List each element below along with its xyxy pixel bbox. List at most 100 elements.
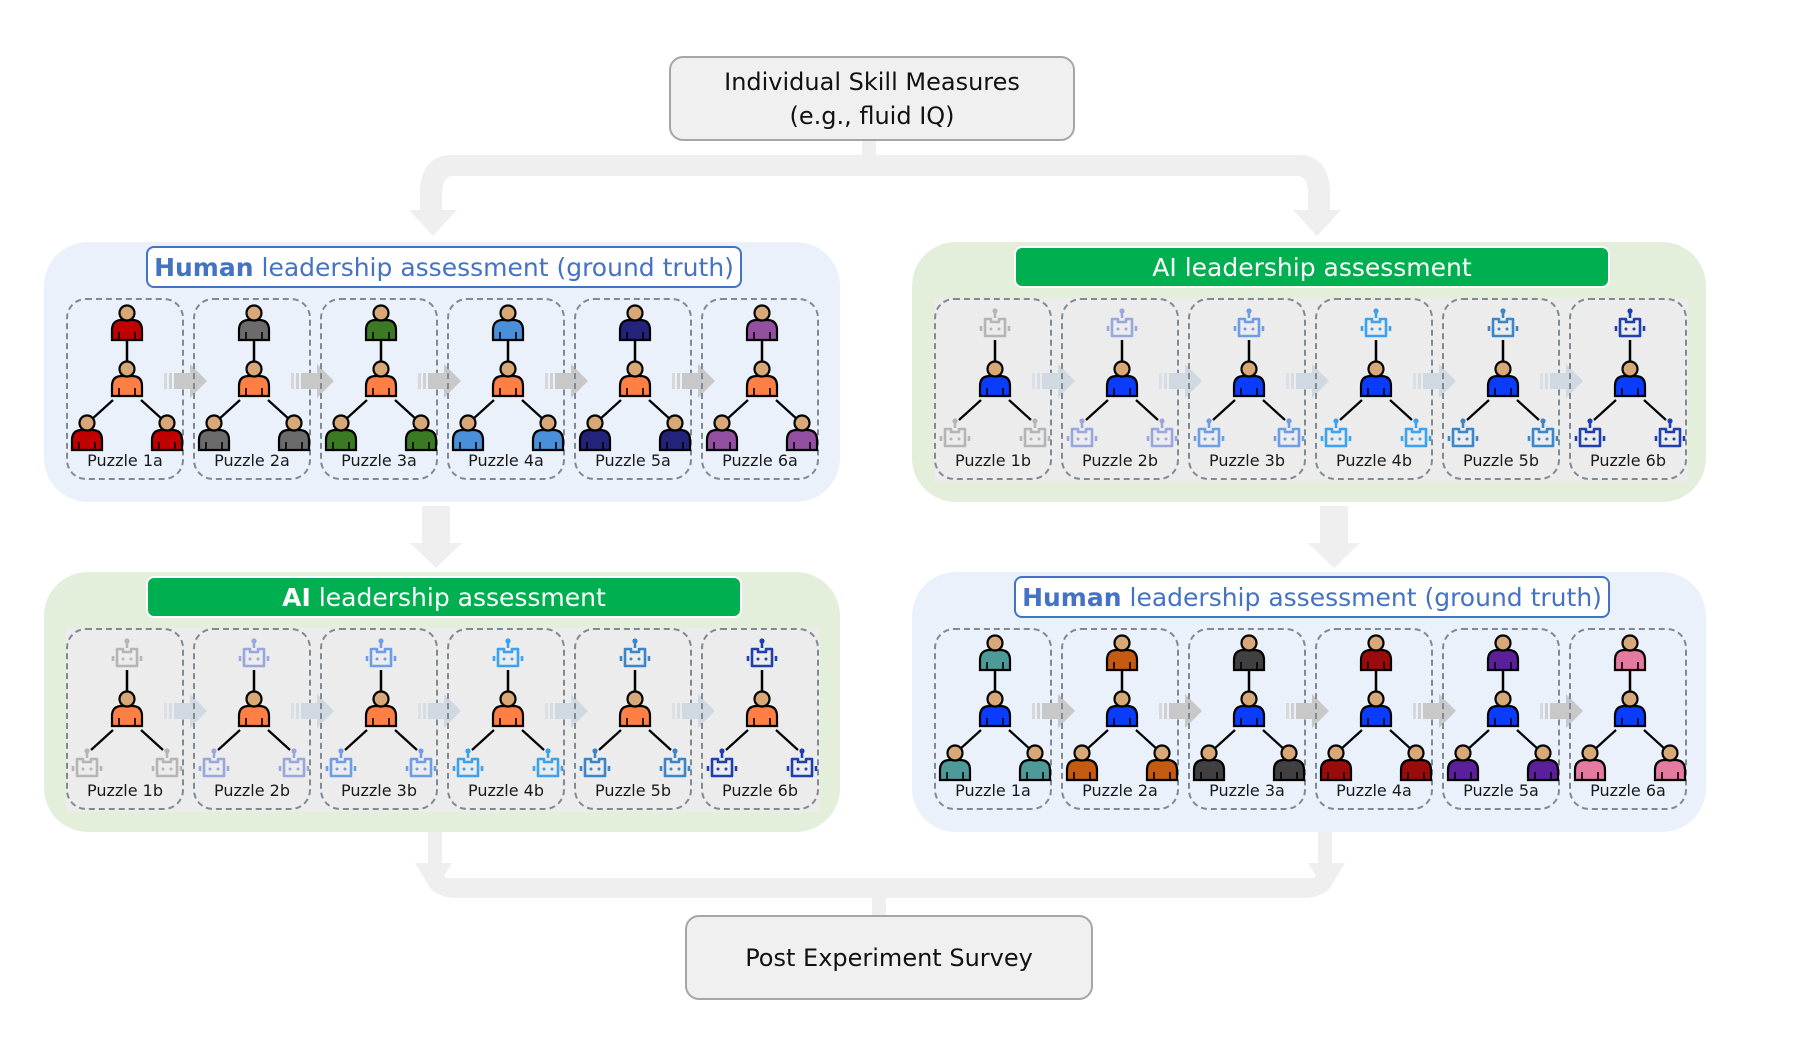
puzzle-sequence: Puzzle 1a Puzzle 2a xyxy=(934,628,1688,812)
link-line xyxy=(140,729,164,751)
bottom-box-label: Post Experiment Survey xyxy=(745,943,1033,972)
next-puzzle-arrow xyxy=(672,694,715,728)
next-puzzle-arrow xyxy=(418,694,461,728)
person-icon xyxy=(237,360,271,398)
next-puzzle-arrow xyxy=(291,364,334,398)
person-icon xyxy=(1359,360,1393,398)
link-line xyxy=(1466,729,1490,751)
header-text: AI leadership assessment xyxy=(1152,252,1472,282)
link-line xyxy=(1339,729,1363,751)
puzzle-label: Puzzle 1a xyxy=(87,451,163,470)
link-line xyxy=(958,729,982,751)
person-icon xyxy=(1526,744,1560,782)
person-icon xyxy=(1145,744,1179,782)
robot-icon xyxy=(1614,308,1646,338)
person-icon xyxy=(1065,744,1099,782)
person-icon xyxy=(110,304,144,342)
person-icon xyxy=(978,634,1012,672)
link-line xyxy=(1516,729,1540,751)
panel-header: AI leadership assessment xyxy=(1014,246,1610,288)
person-icon xyxy=(364,304,398,342)
link-line xyxy=(1643,729,1667,751)
next-puzzle-arrow xyxy=(164,694,207,728)
link-line xyxy=(725,399,749,421)
robot-icon xyxy=(786,748,818,778)
person-icon xyxy=(1105,634,1139,672)
person-icon xyxy=(745,690,779,728)
team-diagram xyxy=(452,638,564,778)
puzzle-label: Puzzle 3b xyxy=(340,781,417,800)
person-icon xyxy=(451,414,485,452)
person-icon xyxy=(1359,690,1393,728)
person-icon xyxy=(578,414,612,452)
person-icon xyxy=(745,360,779,398)
robot-icon xyxy=(1106,308,1138,338)
next-puzzle-arrow xyxy=(1159,694,1202,728)
link-line xyxy=(217,399,241,421)
next-puzzle-arrow xyxy=(672,364,715,398)
person-icon xyxy=(705,414,739,452)
link-line xyxy=(1593,399,1617,421)
team-diagram xyxy=(71,638,183,778)
person-icon xyxy=(237,690,271,728)
person-icon xyxy=(1272,744,1306,782)
person-icon xyxy=(1018,744,1052,782)
link-line xyxy=(958,399,982,421)
puzzle-card: Puzzle 1b xyxy=(934,298,1052,480)
person-icon xyxy=(491,690,525,728)
link-line xyxy=(775,399,799,421)
header-text: leadership assessment (ground truth) xyxy=(261,252,734,282)
robot-icon xyxy=(452,748,484,778)
down-arrow-left xyxy=(410,506,462,568)
link-line xyxy=(1466,399,1490,421)
robot-icon xyxy=(1320,418,1352,448)
person-icon xyxy=(324,414,358,452)
next-puzzle-arrow xyxy=(1540,694,1583,728)
team-diagram xyxy=(1319,634,1433,782)
puzzle-sequence: Puzzle 1b xyxy=(934,298,1688,482)
human-assessment-panel-top: Human leadership assessment (ground trut… xyxy=(44,242,840,502)
down-arrow-right xyxy=(1308,506,1360,568)
person-icon xyxy=(1359,634,1393,672)
puzzle-sequence: Puzzle 1b xyxy=(66,628,820,812)
robot-icon xyxy=(111,638,143,668)
person-icon xyxy=(1232,634,1266,672)
person-icon xyxy=(978,690,1012,728)
puzzle-label: Puzzle 5a xyxy=(595,451,671,470)
robot-icon xyxy=(1233,308,1265,338)
top-box-line1: Individual Skill Measures xyxy=(724,67,1020,96)
team-diagram xyxy=(1573,634,1687,782)
person-icon xyxy=(237,304,271,342)
team-diagram xyxy=(324,304,438,452)
person-icon xyxy=(1232,690,1266,728)
person-icon xyxy=(1486,634,1520,672)
next-puzzle-arrow xyxy=(545,364,588,398)
robot-icon xyxy=(405,748,437,778)
puzzle-label: Puzzle 4a xyxy=(1336,781,1412,800)
link-line xyxy=(267,729,291,751)
robot-icon xyxy=(1360,308,1392,338)
puzzle-card: Puzzle 2a xyxy=(193,298,311,480)
person-icon xyxy=(1192,744,1226,782)
header-bold: Human xyxy=(154,252,254,282)
robot-icon xyxy=(71,748,103,778)
robot-icon xyxy=(1574,418,1606,448)
puzzle-card: Puzzle 6a xyxy=(1569,628,1687,810)
post-experiment-survey-box: Post Experiment Survey xyxy=(685,915,1093,1000)
robot-icon xyxy=(1400,418,1432,448)
link-line xyxy=(725,729,749,751)
link-line xyxy=(1135,729,1159,751)
link-line xyxy=(90,729,114,751)
person-icon xyxy=(1613,634,1647,672)
next-puzzle-arrow xyxy=(164,364,207,398)
team-diagram xyxy=(1193,308,1305,448)
link-line xyxy=(344,399,368,421)
person-icon xyxy=(1486,690,1520,728)
panel-header: Human leadership assessment (ground trut… xyxy=(146,246,742,288)
next-puzzle-arrow xyxy=(1413,364,1456,398)
next-puzzle-arrow xyxy=(1159,364,1202,398)
robot-icon xyxy=(1146,418,1178,448)
person-icon xyxy=(364,360,398,398)
team-diagram xyxy=(1574,308,1686,448)
